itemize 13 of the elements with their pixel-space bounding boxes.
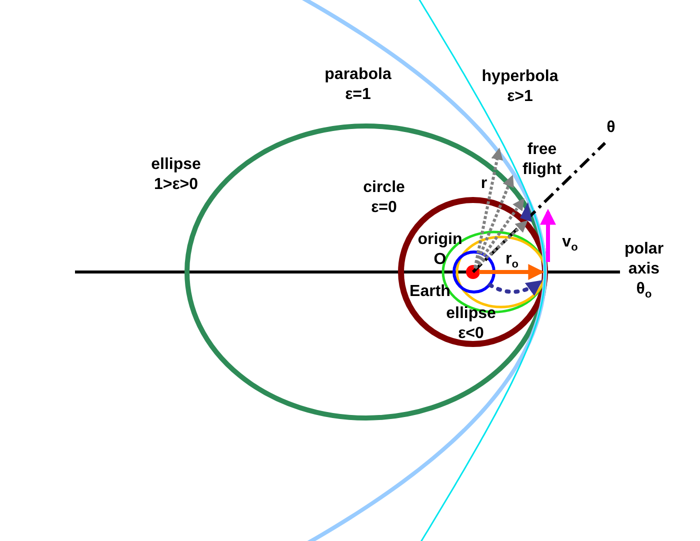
curve-label: ellipse ε<0	[445, 304, 497, 344]
angle-label: θ	[606, 118, 616, 138]
vector-label: r	[480, 174, 488, 194]
body-label: Earth	[408, 282, 452, 302]
curve-label: ellipse 1>ε>0	[150, 155, 202, 195]
vector-label: v$_{o}$	[561, 232, 579, 256]
axis-label: polar axis θ$_{o}$	[623, 239, 665, 303]
curve-label: parabola ε=1	[324, 65, 392, 105]
annotation-label: free flight	[521, 140, 563, 180]
origin-label: origin O	[416, 230, 464, 270]
curve-label: hyperbola ε>1	[480, 67, 560, 107]
vector-label: r$_{o}$	[504, 249, 520, 273]
curve-label: circle ε=0	[362, 178, 406, 218]
